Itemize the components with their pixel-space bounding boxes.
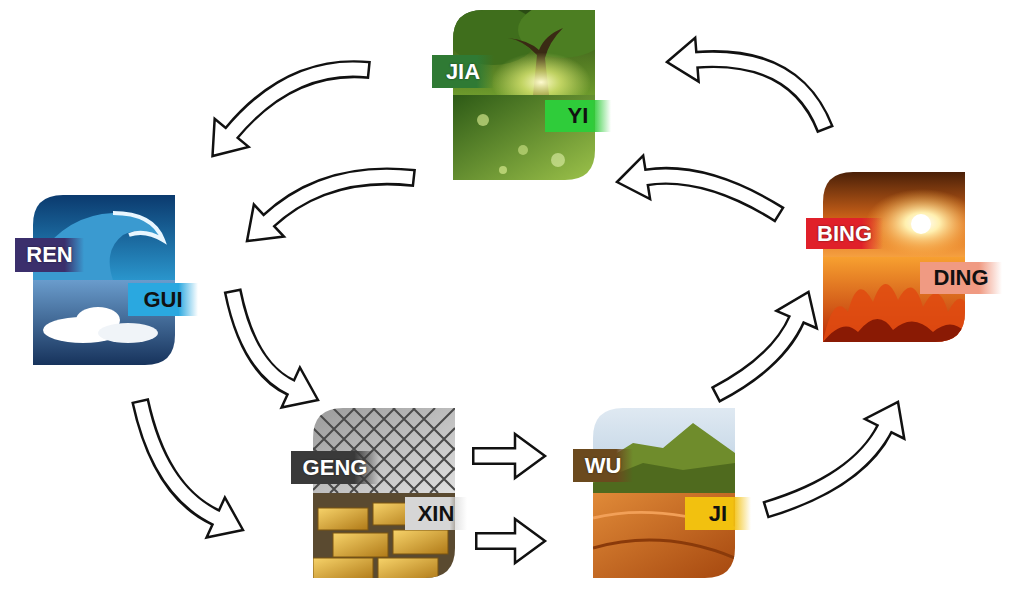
fire-tile [823,172,965,342]
hollow-arrow [617,156,780,215]
stem-label: BING [806,218,883,249]
hollow-arrow [247,176,415,241]
hollow-arrow [475,519,545,563]
stem-label: WU [573,449,633,482]
stem-label: XIN [405,497,467,530]
water-tile [33,195,175,365]
metal-tile [313,408,455,580]
hollow-arrow [233,290,319,407]
stem-name: XIN [418,501,455,527]
stem-name: GENG [303,455,368,481]
stem-label: REN [15,238,84,272]
hollow-arrow [140,400,243,538]
wood-tile [448,2,608,180]
stem-label: GENG [291,451,379,484]
stem-label: GUI [128,283,198,316]
stem-name: JI [709,501,727,527]
hollow-arrow [765,402,904,510]
hollow-arrow [667,38,826,130]
hollow-arrow [472,434,545,478]
stem-name: GUI [143,287,182,313]
stem-name: WU [585,453,622,479]
hollow-arrow [715,292,817,395]
stem-label: JIA [432,55,494,88]
stem-name: BING [817,221,872,247]
stem-name: JIA [446,59,480,85]
stem-label: JI [685,497,751,530]
stem-name: YI [568,103,589,129]
stem-label: DING [920,262,1002,294]
earth-tile [593,408,735,578]
stem-name: DING [934,265,989,291]
stem-label: YI [545,100,611,132]
hollow-arrow [213,69,371,156]
stem-name: REN [26,242,72,268]
